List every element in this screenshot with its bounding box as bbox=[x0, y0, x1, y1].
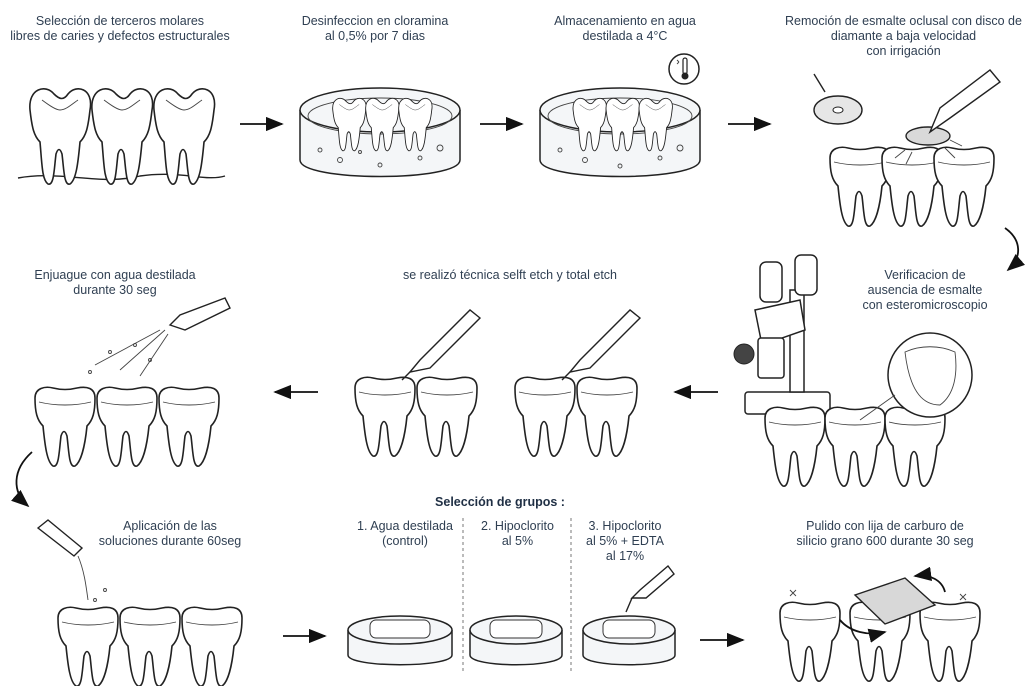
sandpaper-icon bbox=[780, 576, 980, 682]
petri-dish-icon bbox=[300, 88, 460, 177]
syringe-icon bbox=[35, 298, 230, 466]
stereomicroscope-icon bbox=[734, 255, 972, 486]
thermometer-icon bbox=[669, 54, 699, 84]
syringe-icon bbox=[355, 310, 640, 456]
petri-dish-icon bbox=[348, 566, 675, 665]
diamond-disc-icon bbox=[814, 70, 1000, 226]
flow-arrow-icon bbox=[1005, 228, 1018, 270]
molar-teeth-icon bbox=[18, 89, 225, 184]
petri-dish-icon bbox=[540, 88, 700, 177]
syringe-icon bbox=[38, 520, 242, 686]
flow-arrow-icon bbox=[16, 452, 32, 506]
